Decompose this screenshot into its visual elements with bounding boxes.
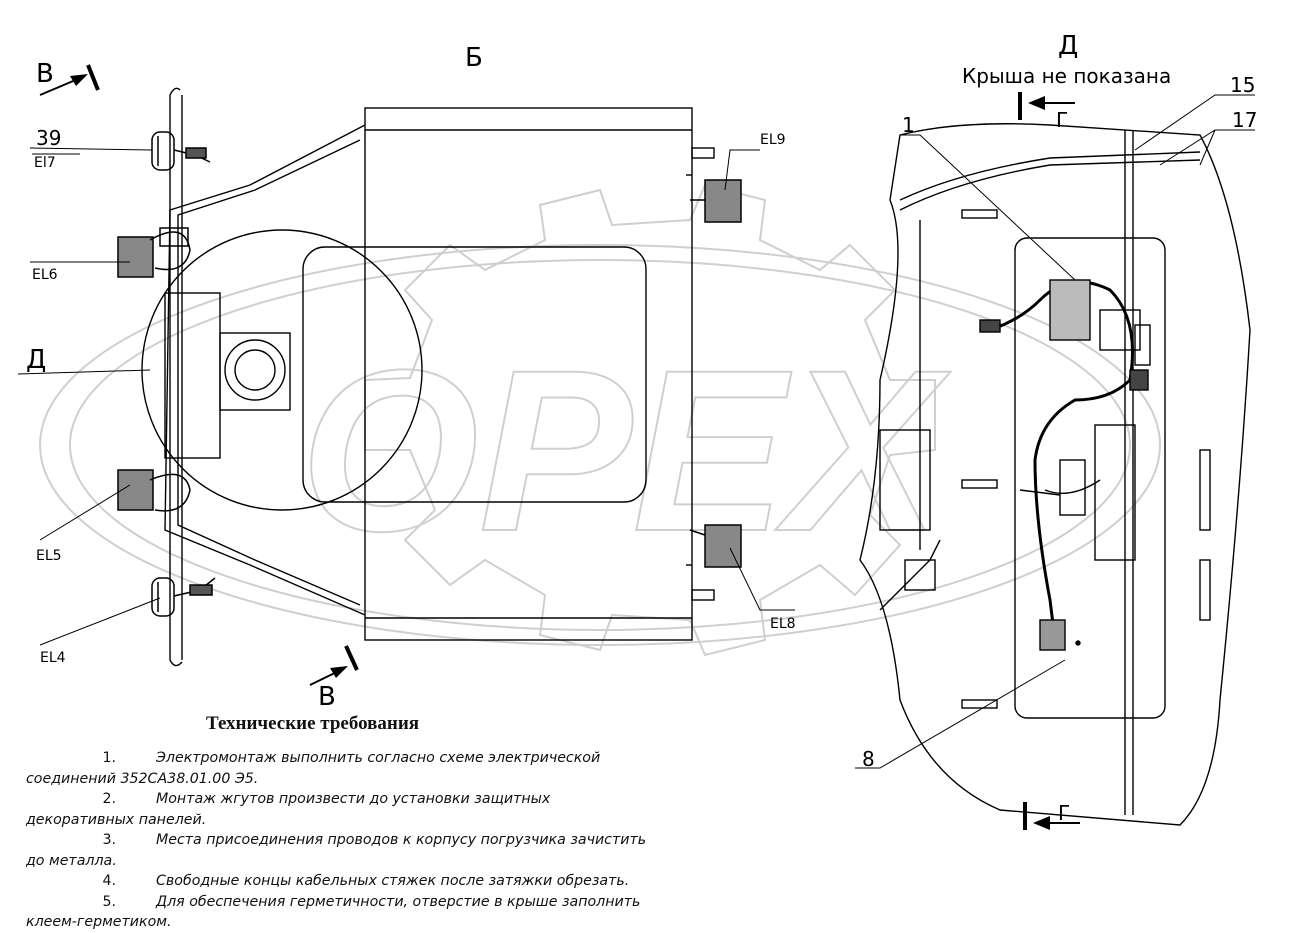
requirement-1: 1.Электромонтаж выполнить согласно схеме… (102, 750, 601, 766)
callout-el7: El7 (34, 155, 56, 171)
section-mark-bottom (1023, 802, 1080, 830)
view-arrow-bottom (309, 645, 359, 686)
side-view-body (859, 123, 1251, 826)
side-view-title: Д (1058, 31, 1078, 61)
watermark-gear (364, 183, 936, 657)
watermark: OPEX (39, 183, 1161, 657)
main-leaders (17, 147, 795, 646)
requirement-5-cont: клеем-герметиком. (26, 914, 172, 930)
section-label-bottom: Г (1058, 801, 1070, 825)
lamp-el7 (151, 131, 211, 171)
roof-panel (302, 246, 647, 503)
requirement-4: 4.Свободные концы кабельных стяжек после… (102, 873, 630, 889)
requirement-1-cont: соединений 352СА38.01.00 Э5. (26, 770, 259, 787)
view-label-v-bottom: В (318, 682, 336, 712)
requirement-3: 3.Места присоединения проводов к корпусу… (102, 832, 647, 848)
callout-8: 8 (862, 747, 875, 771)
lamp-el4 (151, 577, 216, 617)
side-leaders (855, 94, 1255, 769)
lamp-el9 (690, 179, 742, 223)
view-label-d-left: Д (26, 345, 46, 375)
callout-el9: EL9 (760, 132, 786, 148)
cab-outline (364, 107, 693, 641)
side-view-subtitle: Крыша не показана (962, 64, 1171, 88)
requirement-3-cont: до металла. (26, 852, 117, 869)
callout-15: 15 (1230, 73, 1255, 97)
callout-el4: EL4 (40, 650, 66, 666)
requirements-list: 1.Электромонтаж выполнить согласно схеме… (26, 748, 666, 933)
view-arrow-top (39, 64, 100, 96)
lamp-el5 (117, 469, 191, 512)
watermark-text: OPEX (300, 322, 951, 579)
requirement-5: 5.Для обеспечения герметичности, отверст… (102, 893, 641, 910)
section-label-top: Г (1056, 108, 1068, 132)
callout-el6: EL6 (32, 267, 58, 283)
lamp-el8 (689, 524, 742, 568)
main-view-title: Б (465, 43, 483, 73)
view-label-v-top: В (36, 59, 54, 89)
requirements-title: Технические требования (206, 713, 420, 734)
requirement-2: 2.Монтаж жгутов произвести до установки … (102, 791, 551, 807)
callout-1: 1 (902, 113, 915, 137)
callout-el8: EL8 (770, 616, 796, 632)
lamps (117, 131, 742, 617)
side-panel (1014, 237, 1166, 719)
lamp-el6 (117, 227, 191, 278)
callout-17: 17 (1232, 108, 1257, 132)
requirement-2-cont: декоративных панелей. (26, 811, 207, 828)
callout-39: 39 (36, 126, 61, 150)
section-mark-top (1018, 92, 1075, 120)
callout-el5: EL5 (36, 548, 62, 564)
